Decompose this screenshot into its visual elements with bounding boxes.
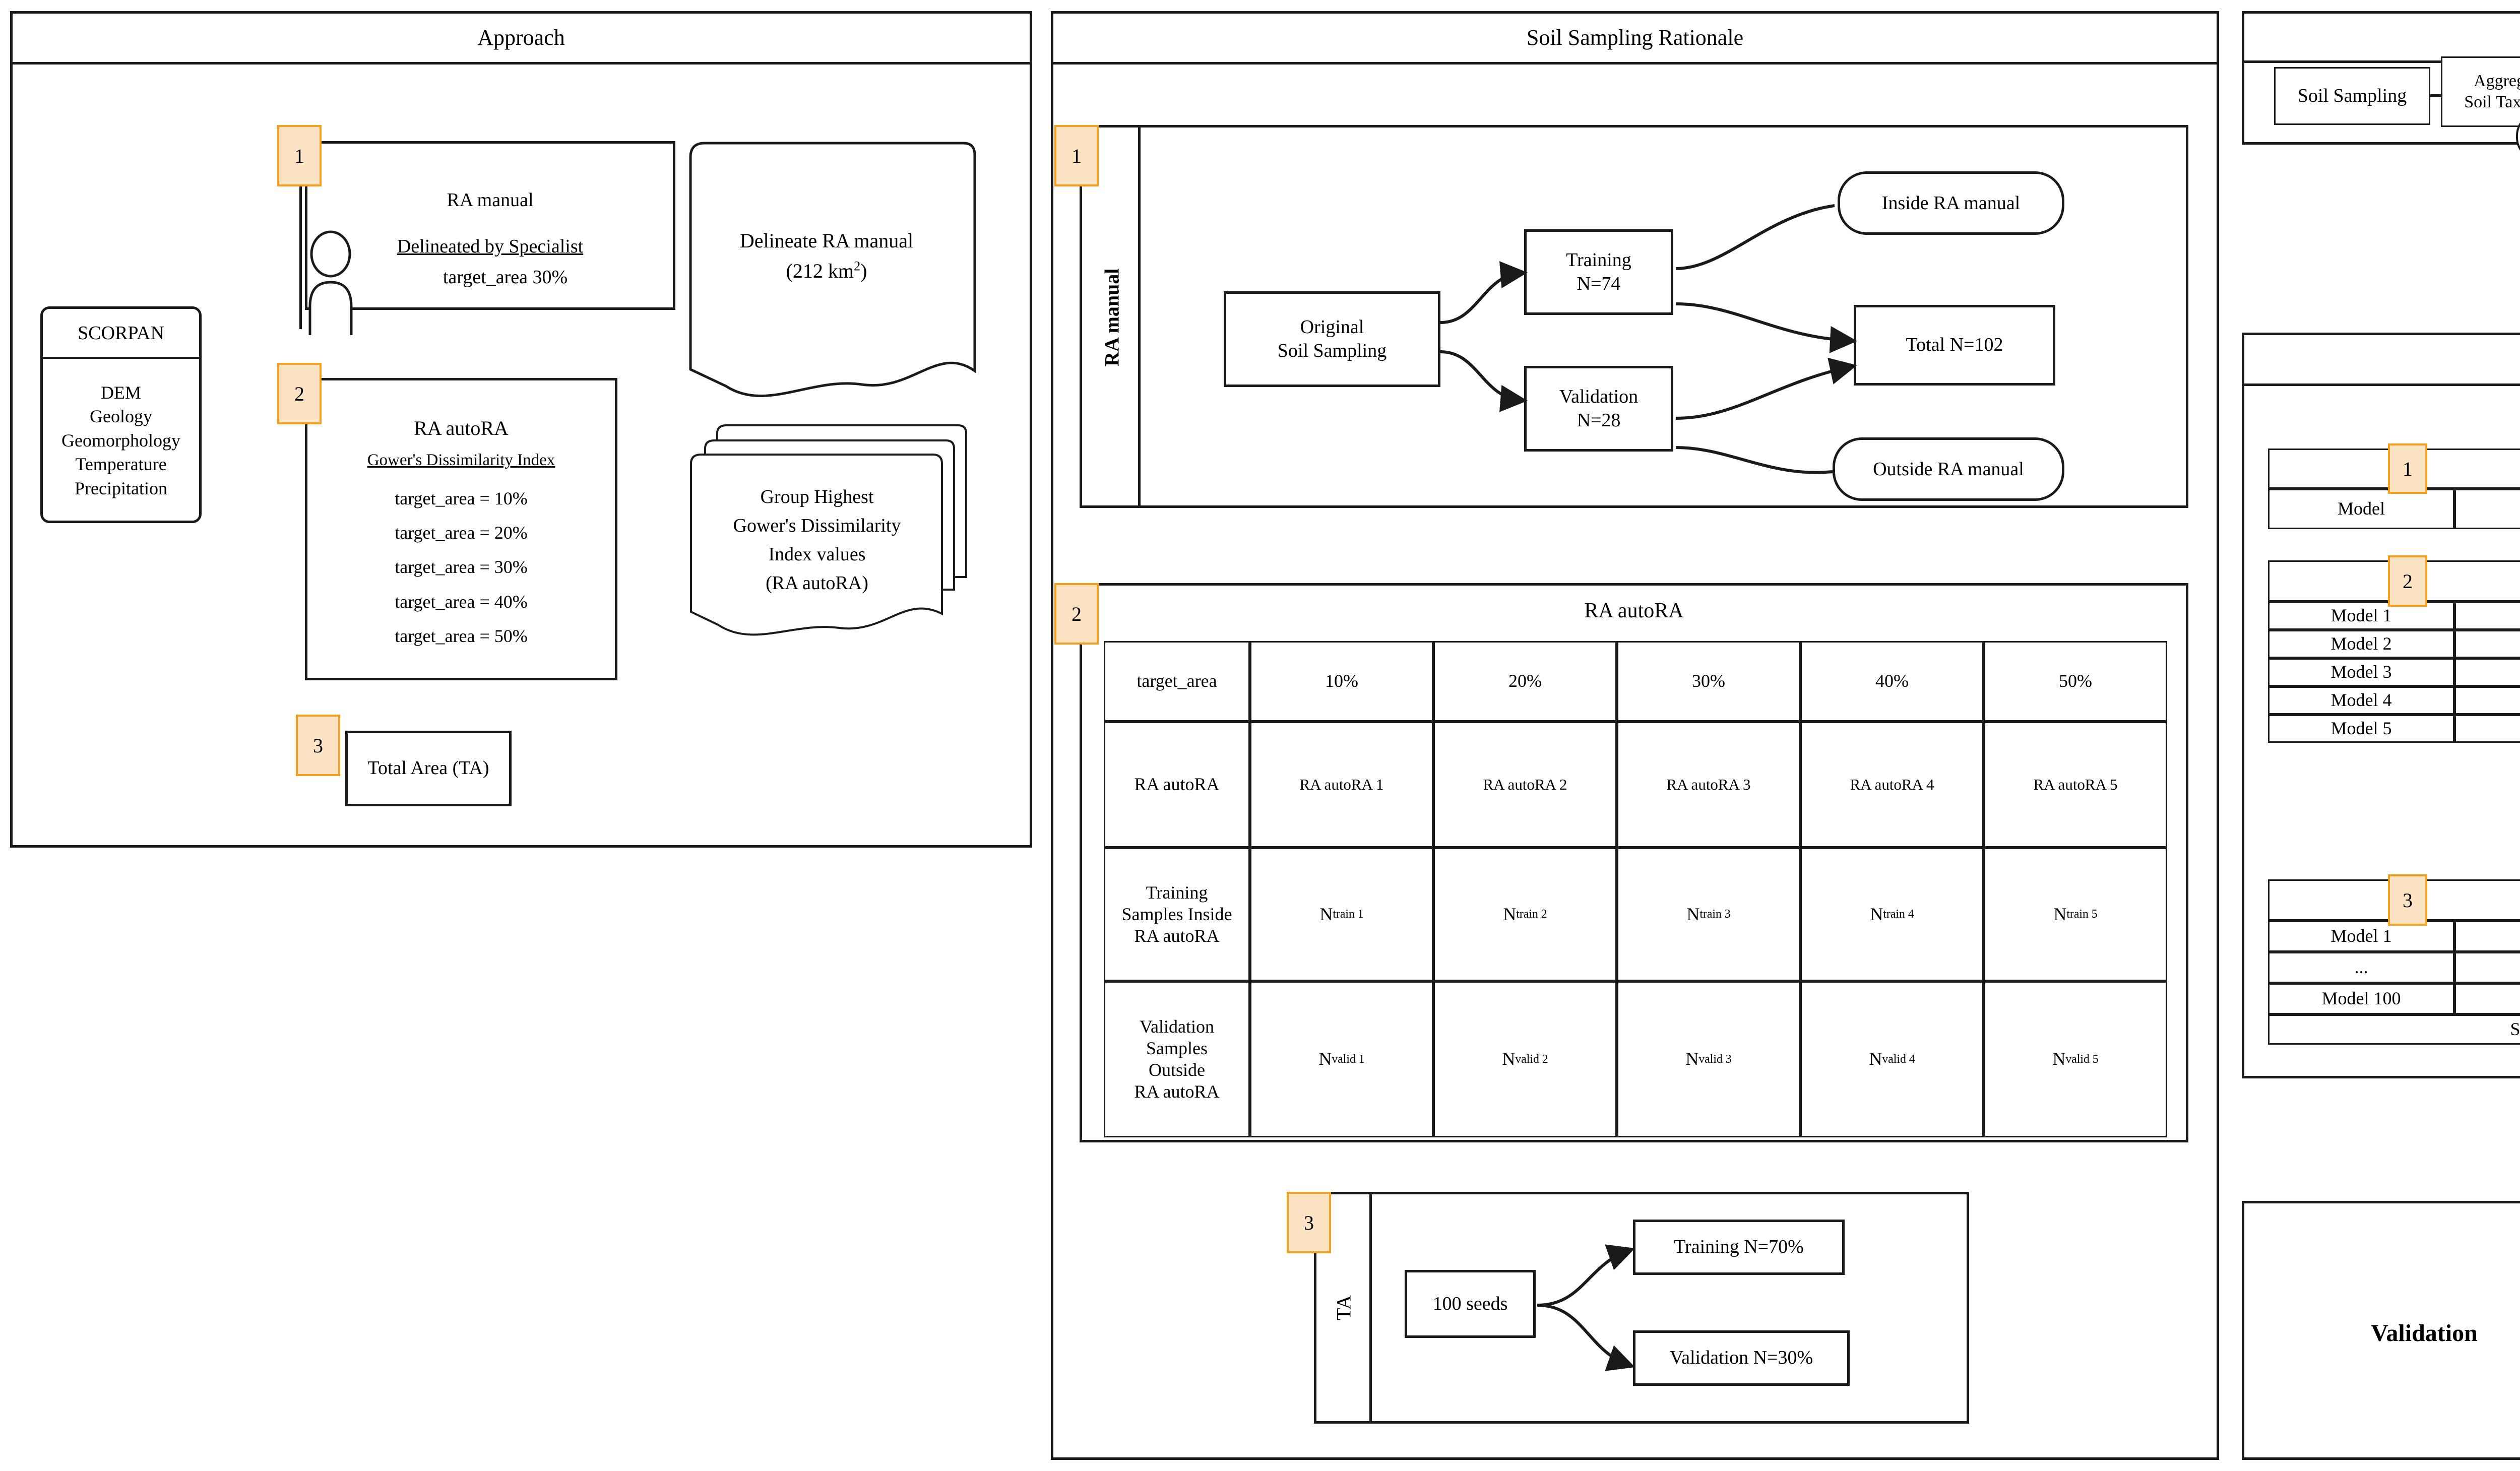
table-cell: 20%	[1433, 641, 1617, 722]
badge-modeling-2: 2	[2388, 555, 2427, 607]
validation-label: Validation	[2371, 1319, 2478, 1347]
table-row-label: RA autoRA	[1104, 722, 1250, 848]
ra-manual-connector	[299, 185, 302, 329]
total-area-box: Total Area (TA)	[345, 731, 512, 806]
table-cell: ...	[2268, 952, 2454, 983]
rationale-block3-divider	[1369, 1192, 1372, 1424]
badge-rationale-1: 1	[1054, 125, 1099, 186]
aggregating-soil-taxonomy-box: Aggregating Soil Taxonomy	[2441, 56, 2520, 127]
badge-approach-3: 3	[296, 715, 340, 776]
ra-manual-title: RA manual	[447, 189, 534, 211]
table-cell: RA autoRA 3	[1617, 722, 1800, 848]
scorpan-header: SCORPAN	[43, 309, 199, 359]
seeds-box: 100 seeds	[1405, 1270, 1536, 1338]
scorpan-items: DEM Geology Geomorphology Temperature Pr…	[61, 382, 180, 498]
table-cell: 10%	[1250, 641, 1433, 722]
table-cell: ...	[2454, 952, 2520, 983]
total-n-box: Total N=102	[1854, 305, 2055, 386]
badge-modeling-3: 3	[2388, 874, 2427, 926]
inside-ra-manual-pill: Inside RA manual	[1838, 171, 2064, 235]
table-cell: Training N=70%	[2454, 921, 2520, 952]
table-cell: Training N=70%	[2454, 983, 2520, 1014]
page-title: Approach	[477, 25, 565, 50]
table-cell: RA autoRA 2	[1433, 722, 1617, 848]
table-cell: RA autoRA 1	[1250, 722, 1433, 848]
group-highest-doc-text: Group Highest Gower's Dissimilarity Inde…	[733, 486, 901, 594]
badge-approach-1: 1	[277, 125, 322, 186]
table-cell: RA autoRA 4	[1800, 722, 1984, 848]
rationale-block1-vlabel: RA manual	[1100, 268, 1123, 367]
table-cell: Model	[2268, 489, 2454, 529]
table-cell: RA autoRA 5	[1984, 722, 2167, 848]
rationale-title-bar: Soil Sampling Rationale	[1053, 14, 2217, 65]
table-cell: Training N=74	[2454, 489, 2520, 529]
validation-panel	[2242, 1201, 2520, 1460]
table-cell: 50%	[1984, 641, 2167, 722]
group-highest-doc-stack: Group Highest Gower's Dissimilarity Inde…	[678, 423, 980, 640]
badge-rationale-2: 2	[1054, 583, 1099, 645]
ra-autora-targets: target_area = 10% target_area = 20% targ…	[395, 488, 528, 647]
outside-ra-manual-pill: Outside RA manual	[1833, 437, 2064, 501]
rationale-block1-divider	[1138, 125, 1141, 508]
person-icon	[301, 230, 367, 335]
approach-title-bar: Approach	[13, 14, 1030, 65]
original-soil-sampling-box: Original Soil Sampling	[1224, 291, 1440, 387]
delineate-doc-line1: Delineate RA manual	[739, 229, 914, 252]
ta-training-box: Training N=70%	[1633, 1220, 1845, 1275]
ra-manual-box: RA manual Delineated by Specialist targe…	[305, 141, 675, 310]
ra-autora-box: RA autoRA Gower's Dissimilarity Index ta…	[305, 378, 617, 680]
badge-modeling-1: 1	[2388, 443, 2427, 494]
table-cell: Model 4	[2268, 686, 2454, 715]
ra-autora-title: RA autoRA	[414, 417, 509, 440]
table-cell: Model 2	[2268, 630, 2454, 658]
validation-box: Validation N=28	[1524, 366, 1673, 452]
rationale-title: Soil Sampling Rationale	[1526, 25, 1744, 50]
badge-approach-2: 2	[277, 363, 322, 424]
taxonomy-title-bar: Classifying Soil Taxonomy	[2244, 14, 2520, 63]
table-cell: Model 1	[2268, 921, 2454, 952]
ra-manual-target: target_area 30%	[443, 267, 568, 288]
table-footer-cell: Selected Model: Median of 100 models	[2268, 1014, 2520, 1045]
training-box: Training N=74	[1524, 229, 1673, 315]
table-cell: 40%	[1800, 641, 1984, 722]
table-cell: 30%	[1617, 641, 1800, 722]
delineate-doc-line2: (212 km2)	[786, 258, 867, 282]
modeling-title-bar: Modeling	[2244, 335, 2520, 386]
soil-sampling-box: Soil Sampling	[2274, 67, 2430, 125]
table-cell: Model 100	[2268, 983, 2454, 1014]
badge-rationale-3: 3	[1287, 1192, 1331, 1253]
ra-manual-subtitle: Delineated by Specialist	[397, 235, 584, 257]
ra-autora-subtitle: Gower's Dissimilarity Index	[367, 451, 555, 470]
table-cell: Model 3	[2268, 658, 2454, 686]
delineate-ra-manual-doc: Delineate RA manual (212 km2)	[675, 140, 978, 398]
ta-validation-box: Validation N=30%	[1633, 1330, 1850, 1386]
scorpan-box: SCORPAN DEM Geology Geomorphology Temper…	[40, 306, 202, 523]
ra-autora-table: target_area 10% 20% 30% 40% 50% RA autoR…	[1104, 641, 2167, 1137]
table-cell: Model 5	[2268, 715, 2454, 743]
table-row-label: target_area	[1104, 641, 1250, 722]
rationale-block2-title: RA autoRA	[1584, 599, 1684, 622]
